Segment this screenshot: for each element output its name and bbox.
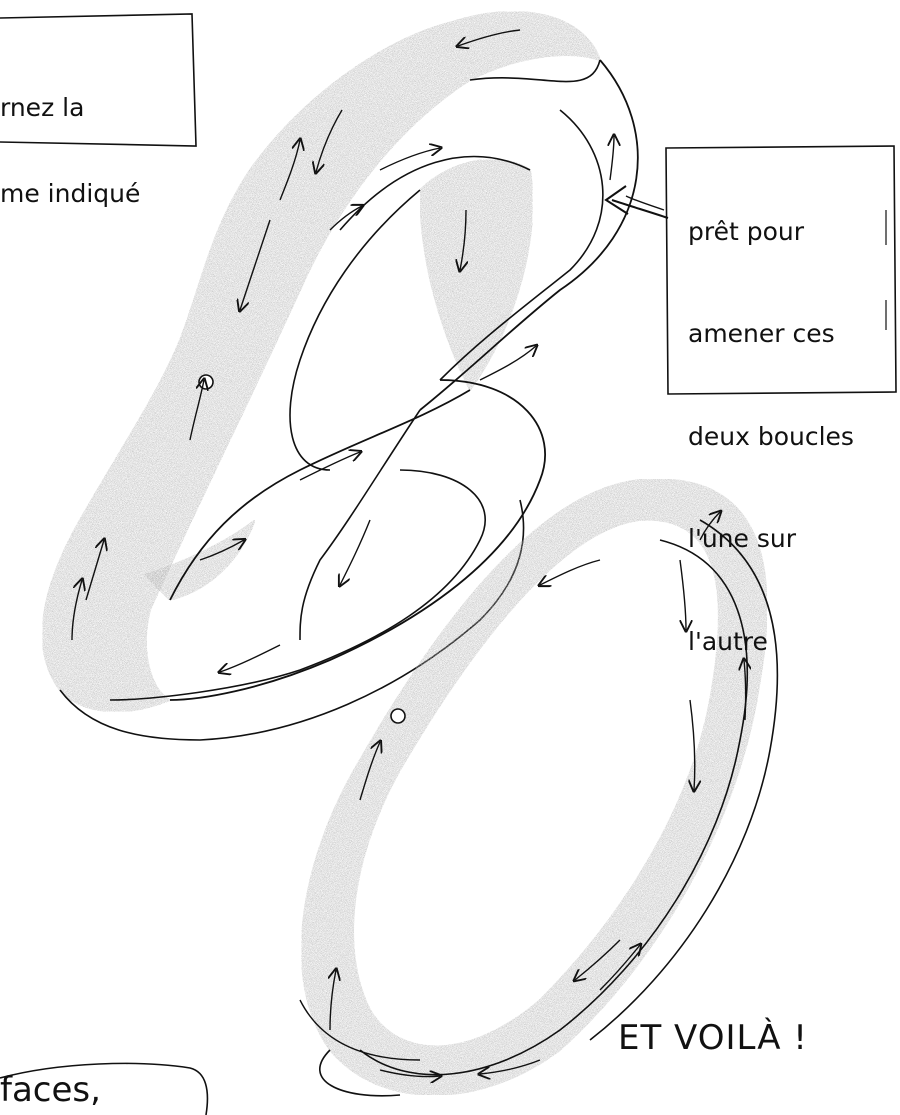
note-right-line-1: prêt pour bbox=[688, 218, 854, 263]
note-right: prêt pour amener ces deux boucles l'une … bbox=[688, 160, 854, 730]
note-top-left-line-2: me indiqué bbox=[0, 180, 140, 209]
note-top-left: rnez la me indiqué bbox=[0, 36, 140, 266]
pointer-arrow bbox=[606, 186, 668, 218]
upper-band-inner-dark bbox=[420, 160, 533, 390]
note-top-left-line-1: rnez la bbox=[0, 94, 140, 123]
lower-loop-hole bbox=[391, 709, 405, 723]
note-right-line-3: deux boucles bbox=[688, 423, 854, 468]
final-caption: ET VOILÀ ! bbox=[618, 1018, 808, 1058]
speech-bubble-text: faces, bbox=[0, 1070, 101, 1110]
upper-band-hole bbox=[199, 375, 213, 389]
note-right-line-4: l'une sur bbox=[688, 525, 854, 570]
note-right-line-5: l'autre bbox=[688, 628, 854, 673]
note-right-line-2: amener ces bbox=[688, 320, 854, 365]
